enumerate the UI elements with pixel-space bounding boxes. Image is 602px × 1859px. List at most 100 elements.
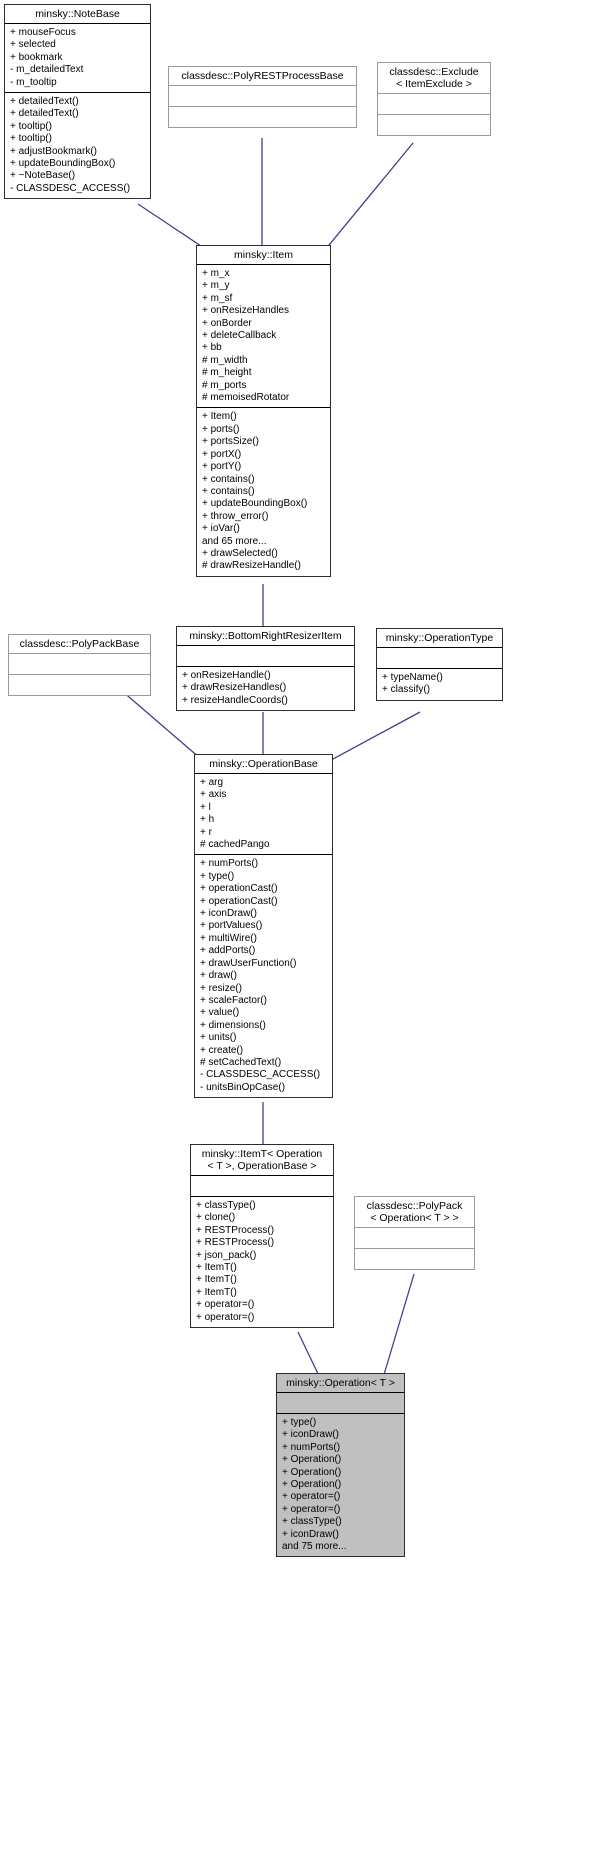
class-member: + selected (10, 39, 56, 51)
class-attributes-operationbase: + arg+ axis+ l+ h+ r# cachedPango (195, 774, 332, 856)
class-member: + contains() (202, 485, 255, 497)
class-title-operation: minsky::Operation< T > (277, 1374, 404, 1393)
class-member: + ioVar() (202, 523, 240, 535)
class-member: + drawResizeHandles() (182, 682, 287, 694)
class-member: + Item() (202, 411, 237, 423)
class-node-operationbase[interactable]: minsky::OperationBase + arg+ axis+ l+ h+… (194, 754, 333, 1099)
class-methods-operationbase: + numPorts()+ type()+ operationCast()+ o… (195, 855, 332, 1097)
class-member: # cachedPango (200, 839, 270, 851)
class-node-notebase[interactable]: minsky::NoteBase + mouseFocus+ selected+… (4, 4, 151, 200)
class-member: + adjustBookmark() (10, 145, 97, 157)
class-member: + portX() (202, 448, 242, 460)
class-member: + ItemT() (196, 1262, 237, 1274)
class-member: + type() (200, 870, 235, 882)
class-methods-item: + Item()+ ports()+ portsSize()+ portX()+… (197, 408, 330, 575)
class-node-bottomrightresizeritem[interactable]: minsky::BottomRightResizerItem + onResiz… (176, 626, 355, 712)
class-member: + classType() (282, 1516, 342, 1528)
class-member: + Operation() (282, 1479, 342, 1491)
class-member: + dimensions() (200, 1019, 266, 1031)
class-title-polyrestprocessbase: classdesc::PolyRESTProcessBase (169, 67, 356, 86)
class-methods-bottomrightresizeritem: + onResizeHandle()+ drawResizeHandles()+… (177, 667, 354, 710)
class-member: + operator=() (282, 1503, 341, 1515)
class-member: + contains() (202, 473, 255, 485)
class-member: # setCachedText() (200, 1056, 282, 1068)
class-member: + bb (202, 342, 222, 354)
class-member: - m_detailedText (10, 64, 84, 76)
class-member: + iconDraw() (282, 1528, 339, 1540)
class-attributes-operation (277, 1393, 404, 1414)
class-member: + scaleFactor() (200, 994, 267, 1006)
class-member: + resize() (200, 982, 242, 994)
class-title-exclude: classdesc::Exclude < ItemExclude > (378, 63, 490, 94)
class-member: + ~NoteBase() (10, 170, 76, 182)
class-node-exclude[interactable]: classdesc::Exclude < ItemExclude > (377, 62, 491, 136)
class-member: - CLASSDESC_ACCESS() (200, 1069, 321, 1081)
class-title-bottomrightresizeritem: minsky::BottomRightResizerItem (177, 627, 354, 646)
class-member: + iconDraw() (200, 908, 257, 920)
class-title-itemt: minsky::ItemT< Operation < T >, Operatio… (191, 1145, 333, 1176)
class-member: # m_height (202, 367, 252, 379)
class-member: - unitsBinOpCase() (200, 1081, 286, 1093)
class-title-operationbase: minsky::OperationBase (195, 755, 332, 774)
class-member: + onResizeHandles (202, 305, 289, 317)
class-member: + create() (200, 1044, 244, 1056)
class-member: + throw_error() (202, 510, 269, 522)
class-node-operationtype[interactable]: minsky::OperationType + typeName()+ clas… (376, 628, 503, 701)
class-member: + onBorder (202, 317, 252, 329)
class-member: + units() (200, 1032, 237, 1044)
class-member: + operationCast() (200, 883, 278, 895)
class-member: + resizeHandleCoords() (182, 694, 288, 706)
class-node-polyrestprocessbase[interactable]: classdesc::PolyRESTProcessBase (168, 66, 357, 128)
class-methods-polypackbase (9, 675, 150, 695)
class-member: # m_width (202, 354, 248, 366)
class-member: + r (200, 826, 212, 838)
class-member: + portY() (202, 461, 242, 473)
class-member: and 65 more... (202, 535, 267, 547)
class-node-itemt[interactable]: minsky::ItemT< Operation < T >, Operatio… (190, 1144, 334, 1329)
class-member: + typeName() (382, 672, 443, 683)
class-title-operationtype: minsky::OperationType (377, 629, 502, 648)
class-member: + tooltip() (10, 120, 52, 132)
class-member: + type() (282, 1417, 317, 1428)
class-attributes-exclude (378, 94, 490, 115)
class-attributes-polyrestprocessbase (169, 86, 356, 107)
class-member: + Operation() (282, 1466, 342, 1478)
class-member: + numPorts() (200, 858, 259, 870)
class-member: - m_tooltip (10, 76, 57, 88)
class-title-item: minsky::Item (197, 246, 330, 265)
class-member: + deleteCallback (202, 330, 277, 342)
class-node-polypack[interactable]: classdesc::PolyPack < Operation< T > > (354, 1196, 475, 1270)
class-node-item[interactable]: minsky::Item + m_x+ m_y+ m_sf+ onResizeH… (196, 245, 331, 577)
class-member: + json_pack() (196, 1249, 257, 1261)
class-methods-polyrestprocessbase (169, 107, 356, 127)
class-member: + updateBoundingBox() (202, 498, 308, 510)
class-node-operation[interactable]: minsky::Operation< T > + type()+ iconDra… (276, 1373, 405, 1558)
class-member: + iconDraw() (282, 1429, 339, 1441)
class-member: + h (200, 814, 215, 826)
class-member: + RESTProcess() (196, 1237, 275, 1249)
class-member: + detailedText() (10, 108, 79, 120)
class-title-polypackbase: classdesc::PolyPackBase (9, 635, 150, 654)
class-attributes-itemt (191, 1176, 333, 1197)
class-attributes-polypackbase (9, 654, 150, 675)
class-node-polypackbase[interactable]: classdesc::PolyPackBase (8, 634, 151, 696)
class-member: + updateBoundingBox() (10, 158, 116, 170)
class-member: + m_x (202, 268, 230, 279)
class-member: and 75 more... (282, 1541, 347, 1553)
class-member: + ports() (202, 423, 240, 435)
class-attributes-bottomrightresizeritem (177, 646, 354, 667)
class-member: # memoisedRotator (202, 392, 290, 404)
class-member: + value() (200, 1007, 240, 1019)
class-member: + ItemT() (196, 1274, 237, 1286)
class-title-polypack: classdesc::PolyPack < Operation< T > > (355, 1197, 474, 1228)
class-member: # drawResizeHandle() (202, 560, 301, 572)
class-member: + detailedText() (10, 96, 79, 108)
class-title-notebase: minsky::NoteBase (5, 5, 150, 24)
class-attributes-item: + m_x+ m_y+ m_sf+ onResizeHandles+ onBor… (197, 265, 330, 409)
class-member: + addPorts() (200, 945, 256, 957)
class-methods-polypack (355, 1249, 474, 1269)
class-member: + Operation() (282, 1454, 342, 1466)
class-methods-operation: + type()+ iconDraw()+ numPorts()+ Operat… (277, 1414, 404, 1556)
class-member: + m_sf (202, 292, 233, 304)
class-member: + multiWire() (200, 932, 257, 944)
